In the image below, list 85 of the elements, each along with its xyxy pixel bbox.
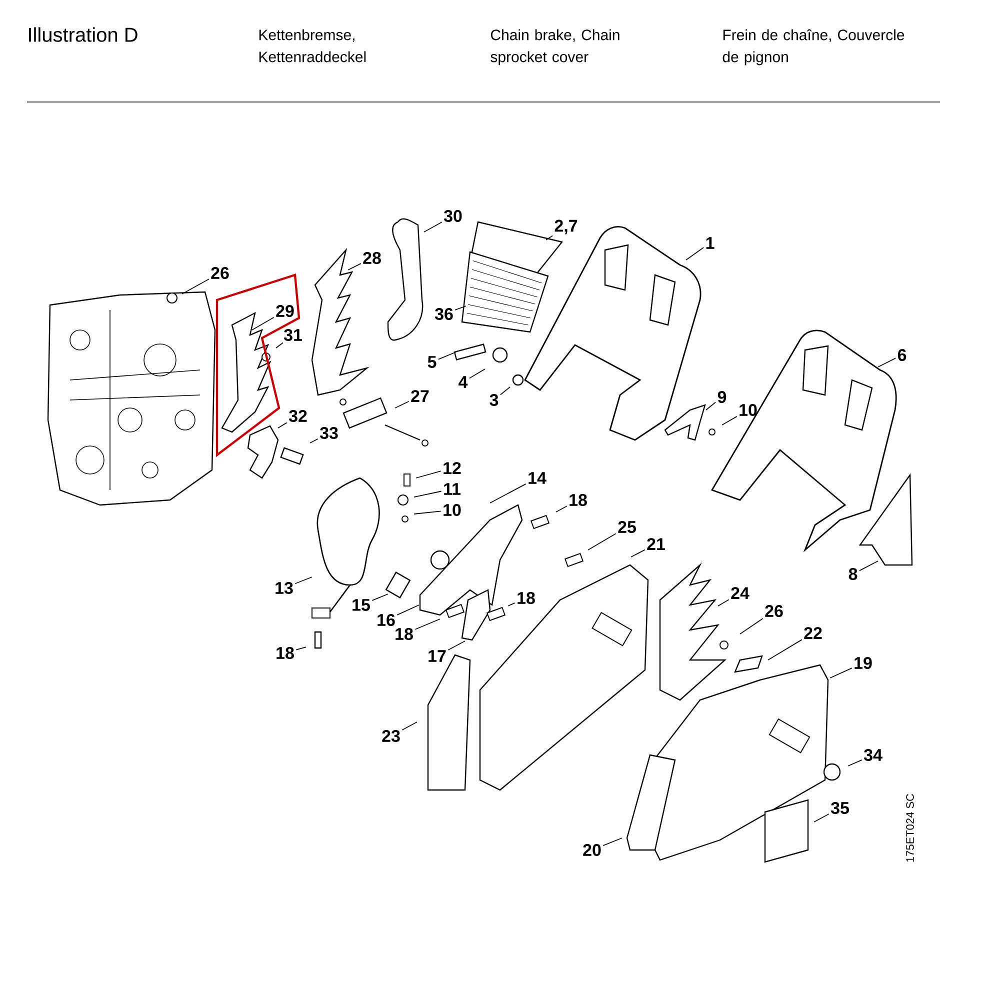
callout-number: 16 (378, 614, 395, 626)
callout-number: 36 (434, 308, 453, 320)
callout-number: 19 (854, 656, 872, 670)
leader-line (768, 639, 802, 660)
callout-number: 21 (647, 538, 665, 550)
leader-line (416, 470, 442, 478)
callout-number: 18 (276, 646, 294, 660)
leader-line (454, 306, 466, 310)
callout-number: 35 (830, 802, 849, 814)
leader-line (490, 483, 526, 504)
callout-number: 4 (458, 376, 468, 388)
callout-number: 22 (804, 627, 822, 639)
leader-line (859, 560, 878, 572)
callout-number: 27 (411, 390, 429, 402)
leader-line (182, 278, 210, 294)
callout-number: 12 (444, 462, 461, 474)
leader-line (740, 618, 764, 634)
leader-line (722, 416, 738, 426)
leader-line (296, 646, 306, 650)
callout-number: 31 (284, 328, 302, 342)
leader-line (686, 247, 704, 260)
leader-line (276, 342, 284, 348)
callout-number: 15 (352, 599, 370, 611)
leader-line (500, 386, 510, 396)
callout-number: 34 (864, 748, 882, 762)
leader-line (396, 604, 420, 616)
leader-line (546, 235, 553, 240)
header-text: Chain brake, Chain sprocket cover (490, 29, 620, 66)
callout-number: 17 (428, 650, 446, 662)
leader-line (602, 838, 622, 846)
header-text: Kettenbremse, Kettenraddeckel (259, 29, 366, 62)
callout-number: 1 (706, 237, 714, 249)
leader-line (424, 222, 442, 232)
leader-line (252, 316, 274, 330)
callout-number: 6 (898, 348, 906, 362)
callout-number: 18 (570, 494, 587, 506)
leader-line (278, 422, 288, 428)
leader-line (718, 599, 730, 606)
callout-number: 5 (428, 356, 436, 368)
callout-number: 2,7 (554, 220, 578, 234)
callout-number: 18 (518, 592, 535, 604)
leader-line (830, 668, 852, 678)
callout-number: 26 (765, 604, 783, 618)
callout-number: 3 (490, 394, 498, 406)
callout-number: 9 (718, 390, 726, 404)
callout-number: 11 (444, 483, 461, 495)
callout-number: 18 (396, 628, 413, 640)
callout-number: 26 (211, 266, 229, 280)
leader-line (556, 506, 568, 512)
leader-line (348, 263, 362, 270)
callout-number: 20 (583, 844, 601, 856)
leader-line (310, 438, 318, 444)
leader-line (448, 640, 466, 650)
leader-line (414, 490, 442, 498)
leader-line (878, 358, 896, 368)
leader-line (438, 352, 456, 360)
callout-number: 28 (363, 252, 381, 264)
leader-line (402, 722, 418, 730)
leader-line (414, 618, 440, 630)
callout-number: 32 (288, 410, 307, 422)
callout-number: 23 (382, 730, 400, 742)
callout-number: 25 (618, 520, 636, 534)
callout-number: 13 (276, 582, 293, 594)
leader-line (508, 602, 516, 606)
header-text: Frein de chaîne, Couvercle de pignon (722, 29, 904, 66)
callout-number: 14 (528, 472, 546, 484)
callout-number: 33 (320, 426, 338, 440)
drawing-number: 175ET024 SC (906, 794, 914, 862)
callout-number: 24 (731, 587, 750, 599)
leader-line (588, 533, 616, 550)
leader-line (630, 549, 646, 558)
title: Illustration D (29, 27, 138, 42)
leader-line (468, 368, 486, 379)
leader-line (814, 814, 830, 822)
callout-number: 30 (444, 210, 462, 222)
leader-line (372, 594, 388, 601)
leader-line (294, 576, 312, 584)
leader-line (394, 400, 410, 408)
leader-line (848, 759, 862, 766)
callout-number: 29 (276, 304, 294, 318)
callout-number: 8 (848, 568, 858, 580)
leader-line (414, 510, 442, 514)
callout-number: 10 (444, 504, 461, 516)
leader-line (706, 402, 716, 410)
callout-number: 10 (740, 404, 757, 416)
